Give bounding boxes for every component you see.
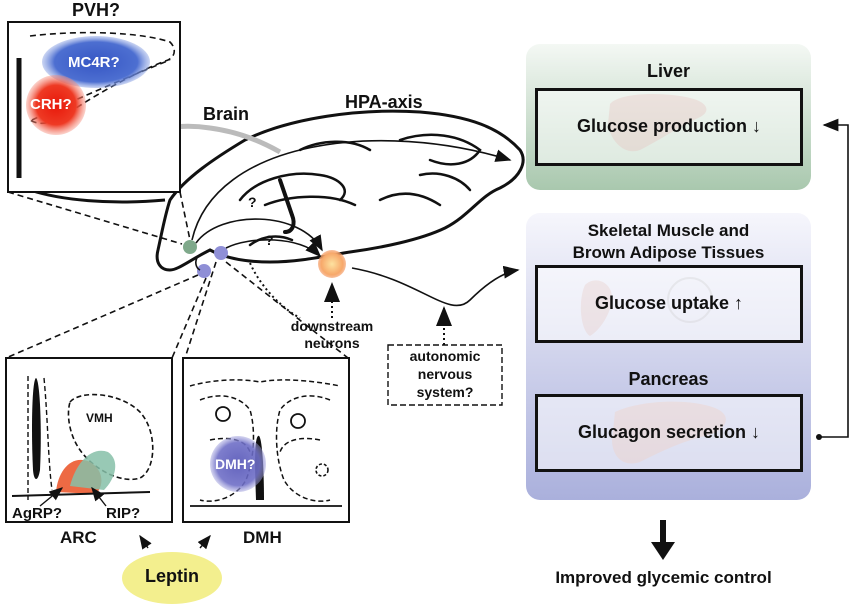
downstream-neuron-dot [318,250,346,278]
leptin-ellipse [122,552,222,604]
dmh-neuron-dot [214,246,228,260]
liver-effect-label: Glucose production [576,116,747,136]
increase-arrow-icon: ↑ [734,293,744,313]
ans-label: autonomic nervous system? [388,347,502,401]
liver-effect-box: Glucose production ↓ [535,88,803,166]
ans-label-line-1: autonomic [409,348,481,364]
inset-connectors [5,261,349,359]
pvh-connectors [7,191,191,245]
downstream-label-line-2: neurons [304,335,360,351]
downstream-neurons-label: downstream neurons [272,318,392,352]
arc-neuron-dot [197,264,211,278]
liver-title: Liver [646,61,691,81]
crh-label: CRH? [30,96,72,113]
ans-label-line-2: nervous [417,366,473,382]
brain-outline [155,109,525,272]
arc-inset-box [5,357,173,523]
pancreas-effect-label: Glucagon secretion [577,422,747,442]
rip-label: RIP? [106,505,141,522]
liver-effect-text: Glucose production ↓ [538,116,800,137]
neuron-arrows [191,139,520,307]
arc-base-line [11,491,151,497]
brain-label: Brain [203,104,250,124]
agrp-label: AgRP? [12,505,62,522]
muscle-title-line-2: Brown Adipose Tissues [572,243,765,262]
muscle-effect-label: Glucose uptake [594,293,730,313]
downstream-label-line-1: downstream [290,318,374,334]
ans-label-box [387,344,503,406]
dotted-arrows [249,262,452,345]
muscle-effect-text: Glucose uptake ↑ [538,293,800,314]
pancreas-effect-box: Glucagon secretion ↓ [535,394,803,472]
dmh-region-label: DMH? [215,456,256,472]
feedback-line [820,118,849,438]
pvh-neuron-dot [183,240,197,254]
vmh-label: VMH [86,411,113,425]
leptin-label: Leptin [145,566,199,586]
hpa-axis-label: HPA-axis [345,92,423,112]
muscle-title: Skeletal Muscle and Brown Adipose Tissue… [526,220,811,264]
mc4r-region [42,36,150,88]
brain-base-line [29,188,166,204]
pvh-label: PVH? [72,0,121,20]
ans-label-line-3: system? [416,384,474,400]
pancreas-effect-text: Glucagon secretion ↓ [538,422,800,443]
rip-region [70,450,116,490]
outcome-label: Improved glycemic control [555,568,772,587]
arc-ventricle [32,378,41,479]
pancreas-title: Pancreas [628,369,709,389]
muscle-title-line-1: Skeletal Muscle and [587,221,750,240]
question-mark-upper: ? [248,194,257,210]
arc-title: ARC [60,528,97,547]
vmh-outline [67,393,154,481]
decrease-arrow-icon: ↓ [751,422,761,442]
dmh-title: DMH [243,528,282,547]
question-mark-lower: ? [265,232,274,248]
mc4r-label: MC4R? [68,54,120,71]
muscle-effect-box: Glucose uptake ↑ [535,265,803,343]
crh-region [26,75,86,135]
decrease-arrow-icon: ↓ [752,116,762,136]
outcome-arrow-head [651,542,675,560]
dmh-region [210,436,266,492]
